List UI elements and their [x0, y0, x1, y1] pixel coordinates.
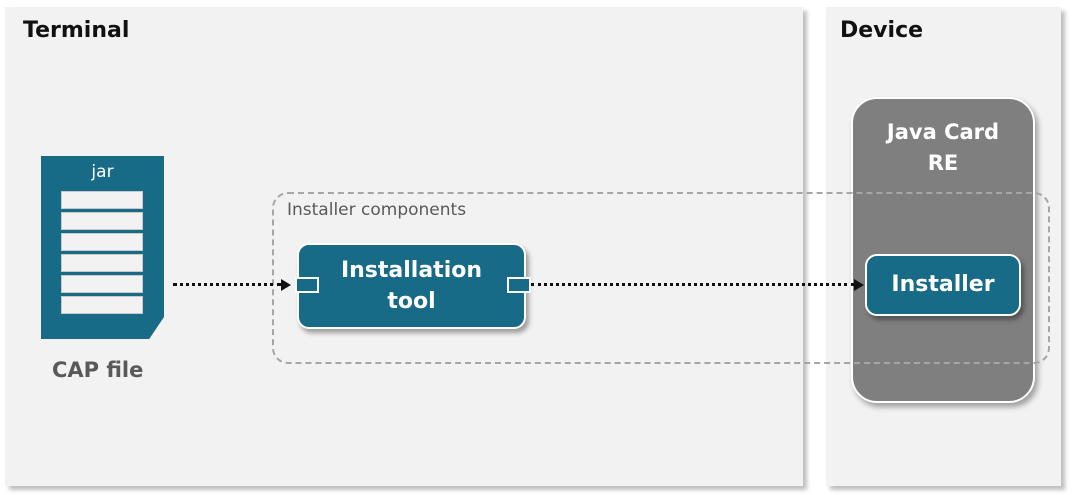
terminal-title: Terminal	[23, 18, 130, 43]
installer-components-group	[272, 192, 1050, 364]
file-line	[61, 254, 143, 272]
installer-components-label: Installer components	[287, 200, 467, 220]
java-card-re-container: Java Card RE	[851, 97, 1035, 403]
installation-tool-label: Installation tool	[340, 258, 483, 314]
cap-file-caption: CAP file	[52, 358, 144, 382]
installer-label: Installer	[891, 272, 995, 297]
tool-output-port	[507, 277, 531, 293]
arrow-tool-to-installer	[531, 283, 854, 286]
file-line	[61, 275, 143, 293]
device-title: Device	[840, 18, 924, 43]
jar-file-icon: jar	[41, 156, 164, 339]
file-line	[61, 191, 143, 209]
file-line	[61, 296, 143, 314]
arrowhead-icon	[854, 279, 864, 291]
tool-input-port	[295, 277, 319, 293]
jar-label: jar	[91, 162, 114, 182]
installer-box: Installer	[865, 254, 1021, 316]
arrow-file-to-tool	[173, 283, 281, 286]
file-line	[61, 233, 143, 251]
java-card-re-title: Java Card RE	[886, 120, 1000, 175]
installation-tool-box: Installation tool	[297, 243, 526, 329]
arrowhead-icon	[281, 279, 291, 291]
file-line	[61, 212, 143, 230]
